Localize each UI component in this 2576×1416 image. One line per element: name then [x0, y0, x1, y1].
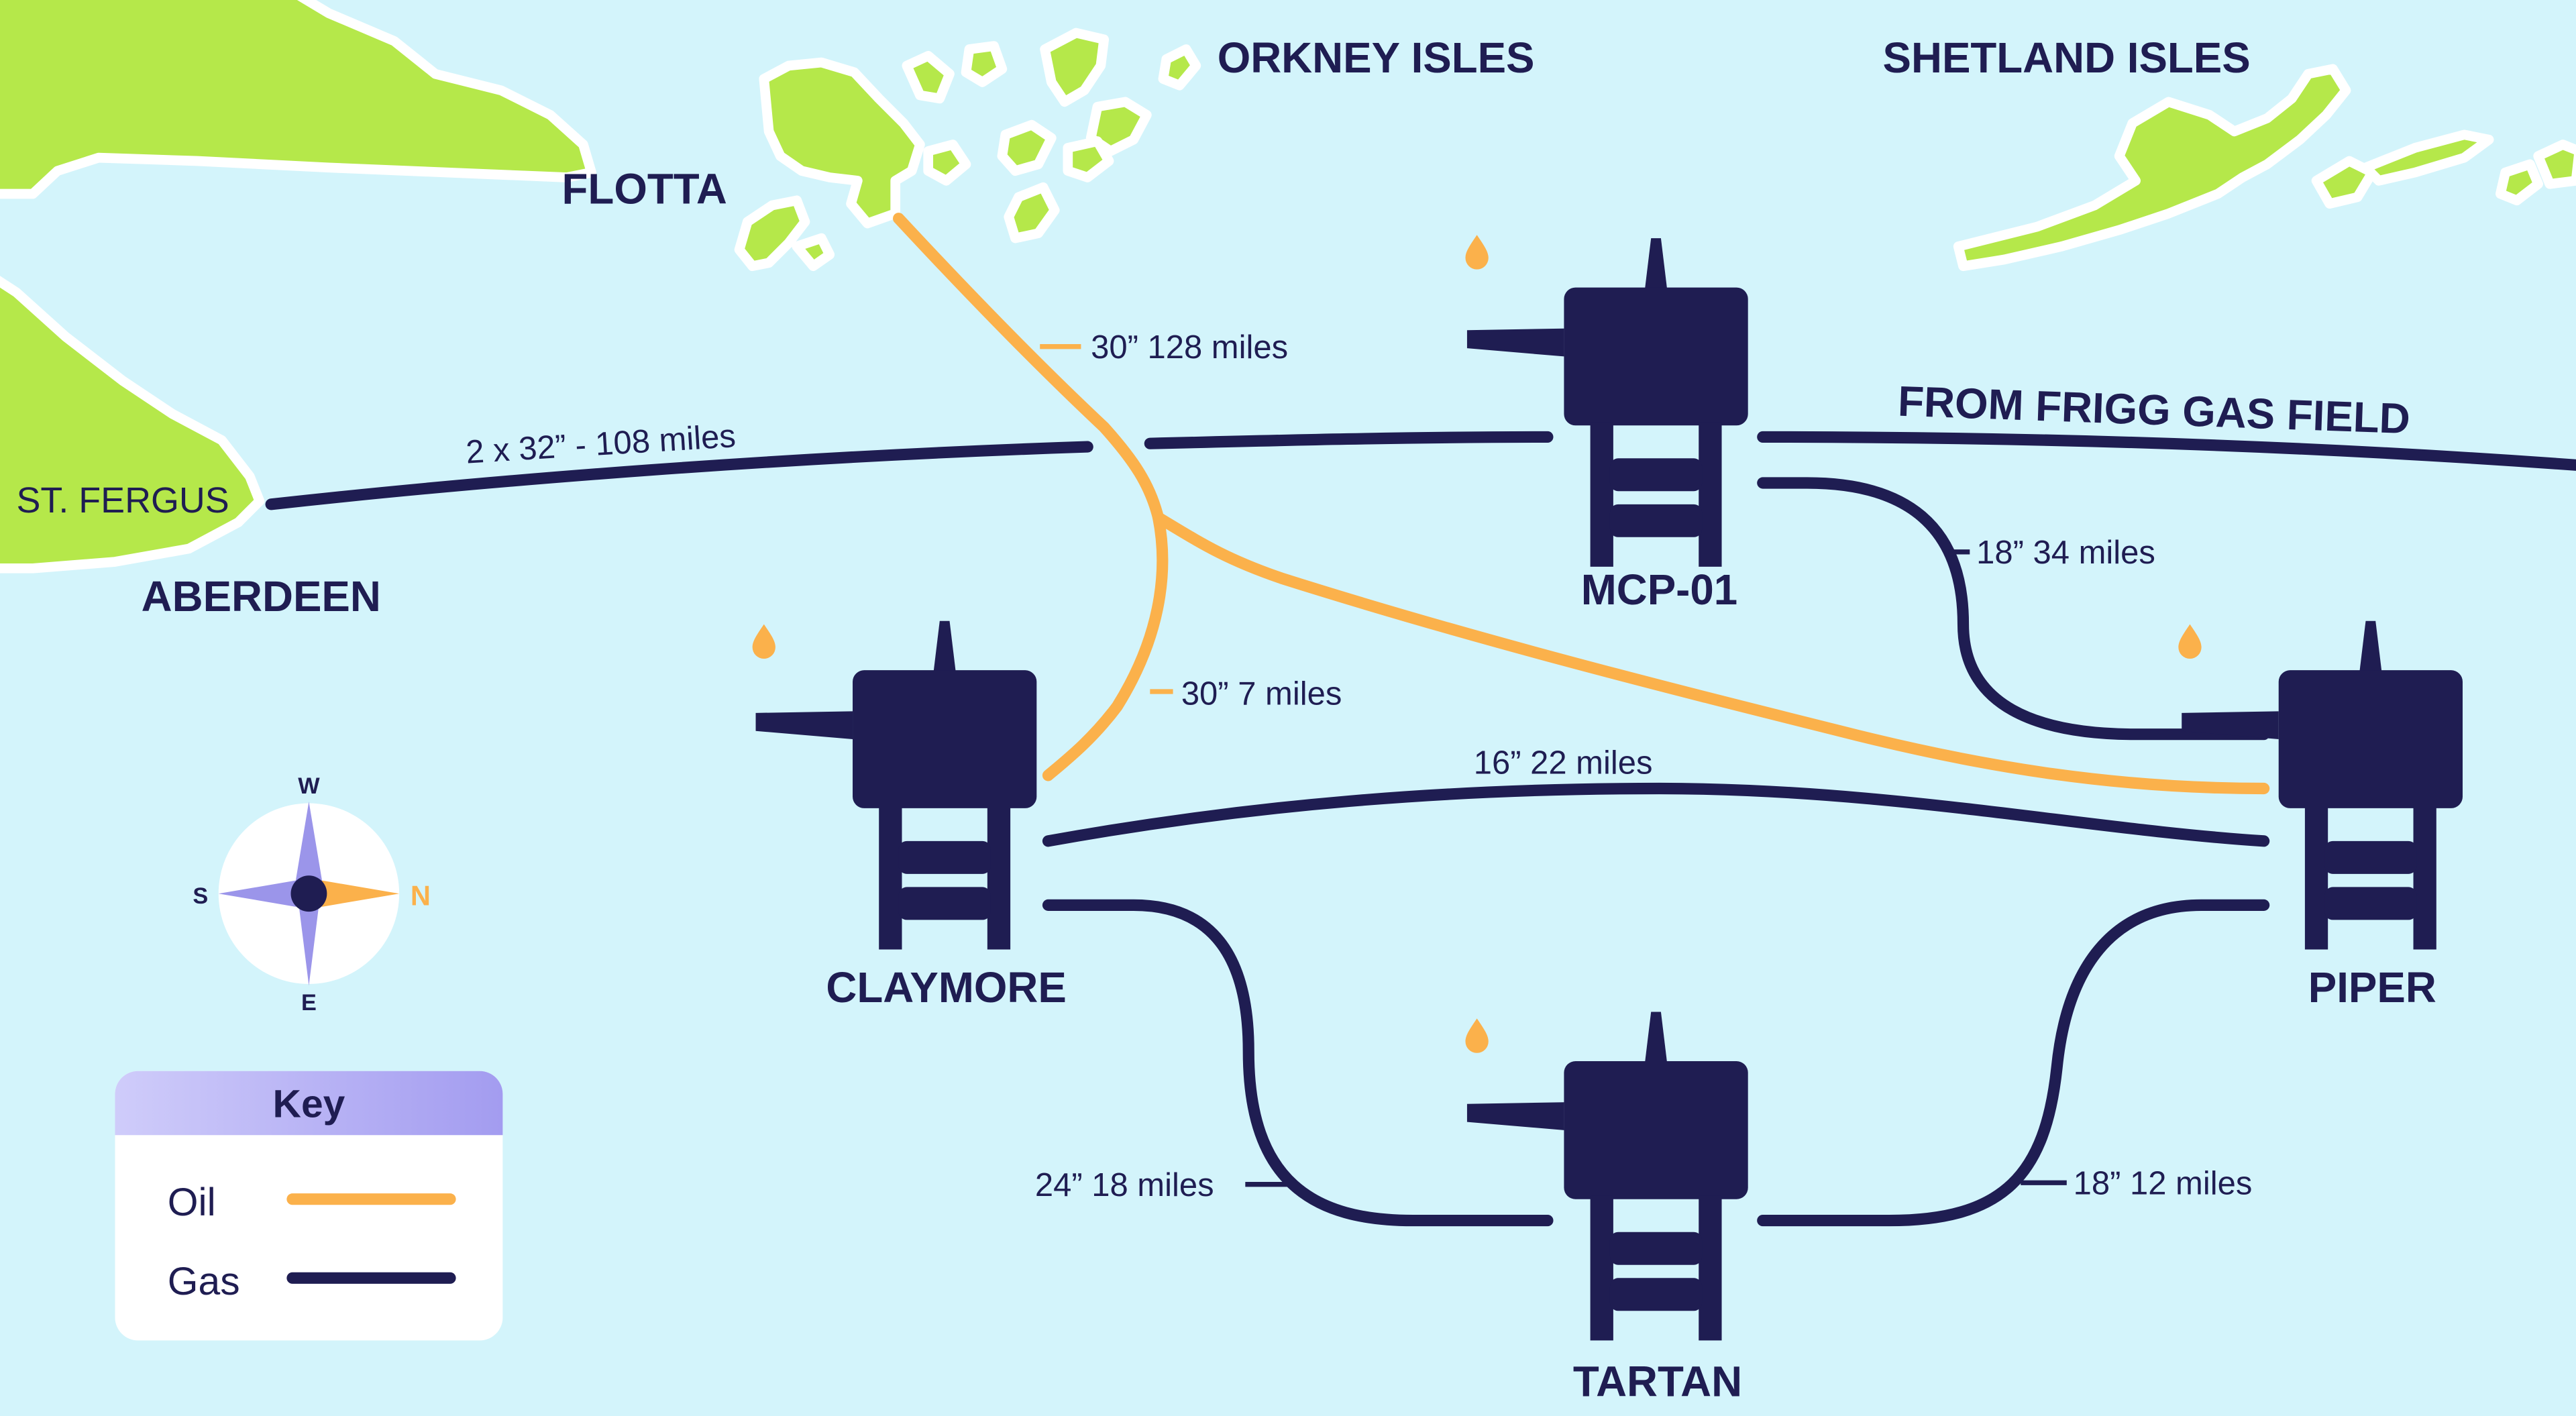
oil-pipelines — [893, 213, 2270, 795]
label-claymore-tartan-gas: 24” 18 miles — [1035, 1167, 1214, 1203]
gas-pipeline-st-fergus — [265, 441, 1093, 510]
compass-star-west-east — [218, 880, 309, 907]
legend-oil-label: Oil — [168, 1181, 216, 1224]
scotland-north-coast — [0, 0, 596, 199]
label-flotta-oil: 30” 128 miles — [1091, 329, 1288, 366]
label-claymore-oil: 30” 7 miles — [1181, 676, 1342, 712]
shetland-mainland — [1953, 64, 2351, 272]
aberdeenshire-coast — [0, 276, 265, 574]
platform-tartan — [1465, 1012, 1748, 1341]
label-mcp-piper-gas: 18” 34 miles — [1976, 535, 2155, 571]
label-claymore-piper-gas: 16” 22 miles — [1474, 745, 1653, 781]
compass-west: W — [298, 773, 320, 799]
oil-pipeline-claymore — [1042, 511, 1169, 781]
gas-pipeline-frigg — [1757, 431, 2576, 471]
platform-icon — [1466, 238, 1748, 567]
label-orkney-isles: ORKNEY ISLES — [1218, 34, 1535, 82]
shetland-island — [2533, 140, 2576, 189]
label-aberdeen: ABERDEEN — [142, 573, 381, 620]
label-flotta: FLOTTA — [562, 166, 727, 213]
legend-title: Key — [273, 1082, 345, 1126]
legend-header — [115, 1071, 503, 1136]
legend: Key Oil Gas — [115, 1071, 503, 1341]
gas-pipeline-claymore-tartan — [1042, 899, 1554, 1227]
platform-icon — [755, 620, 1037, 950]
shetland-island — [2495, 159, 2544, 206]
orkney-island — [923, 140, 971, 186]
gas-pipeline-claymore-piper — [1042, 782, 2270, 847]
oil-pipeline-flotta — [893, 213, 2270, 795]
orkney-island — [1040, 28, 1110, 107]
oil-drop-icon — [1465, 1018, 1489, 1053]
gas-pipeline-mcp-piper — [1757, 477, 2270, 741]
orkney-mainland — [759, 57, 925, 229]
label-st-fergus: ST. FERGUS — [17, 480, 229, 521]
oil-drop-icon — [752, 624, 775, 659]
compass-needle-north — [309, 880, 400, 907]
compass-south: S — [193, 883, 208, 909]
orkney-island — [734, 195, 810, 272]
label-tartan: TARTAN — [1573, 1358, 1742, 1406]
compass-east: E — [301, 990, 317, 1016]
platform-icon — [1466, 1012, 1748, 1341]
platform-claymore — [752, 620, 1037, 950]
label-claymore: CLAYMORE — [826, 964, 1066, 1012]
orkney-island — [1158, 44, 1201, 91]
oil-drop-icon — [1465, 235, 1489, 270]
orkney-island — [792, 233, 835, 272]
orkney-island — [961, 41, 1008, 87]
orkney-island — [902, 50, 955, 104]
label-mcp01: MCP-01 — [1581, 566, 1737, 614]
orkney-island — [1004, 182, 1060, 243]
compass: W E S N — [193, 773, 431, 1016]
platform-mcp01 — [1465, 235, 1748, 567]
pipeline-labels: 30” 128 miles 30” 7 miles 2 x 32” - 108 … — [465, 329, 2252, 1203]
orkney-island — [1063, 136, 1114, 182]
legend-gas-label: Gas — [168, 1260, 240, 1303]
label-piper: PIPER — [2308, 964, 2436, 1012]
gas-pipelines — [265, 431, 2576, 1227]
land-masses — [0, 0, 2576, 574]
shetland-island — [2311, 156, 2377, 209]
oil-drop-icon — [2178, 624, 2202, 659]
gas-pipeline-st-fergus-east — [1144, 431, 1554, 449]
shetland-island — [2361, 129, 2494, 186]
compass-north: N — [411, 879, 431, 911]
orkney-island — [997, 119, 1057, 176]
gas-pipeline-tartan-piper — [1757, 899, 2270, 1227]
label-shetland-isles: SHETLAND ISLES — [1883, 34, 2251, 82]
compass-center — [290, 875, 327, 912]
label-tartan-piper-gas: 18” 12 miles — [2074, 1165, 2253, 1201]
